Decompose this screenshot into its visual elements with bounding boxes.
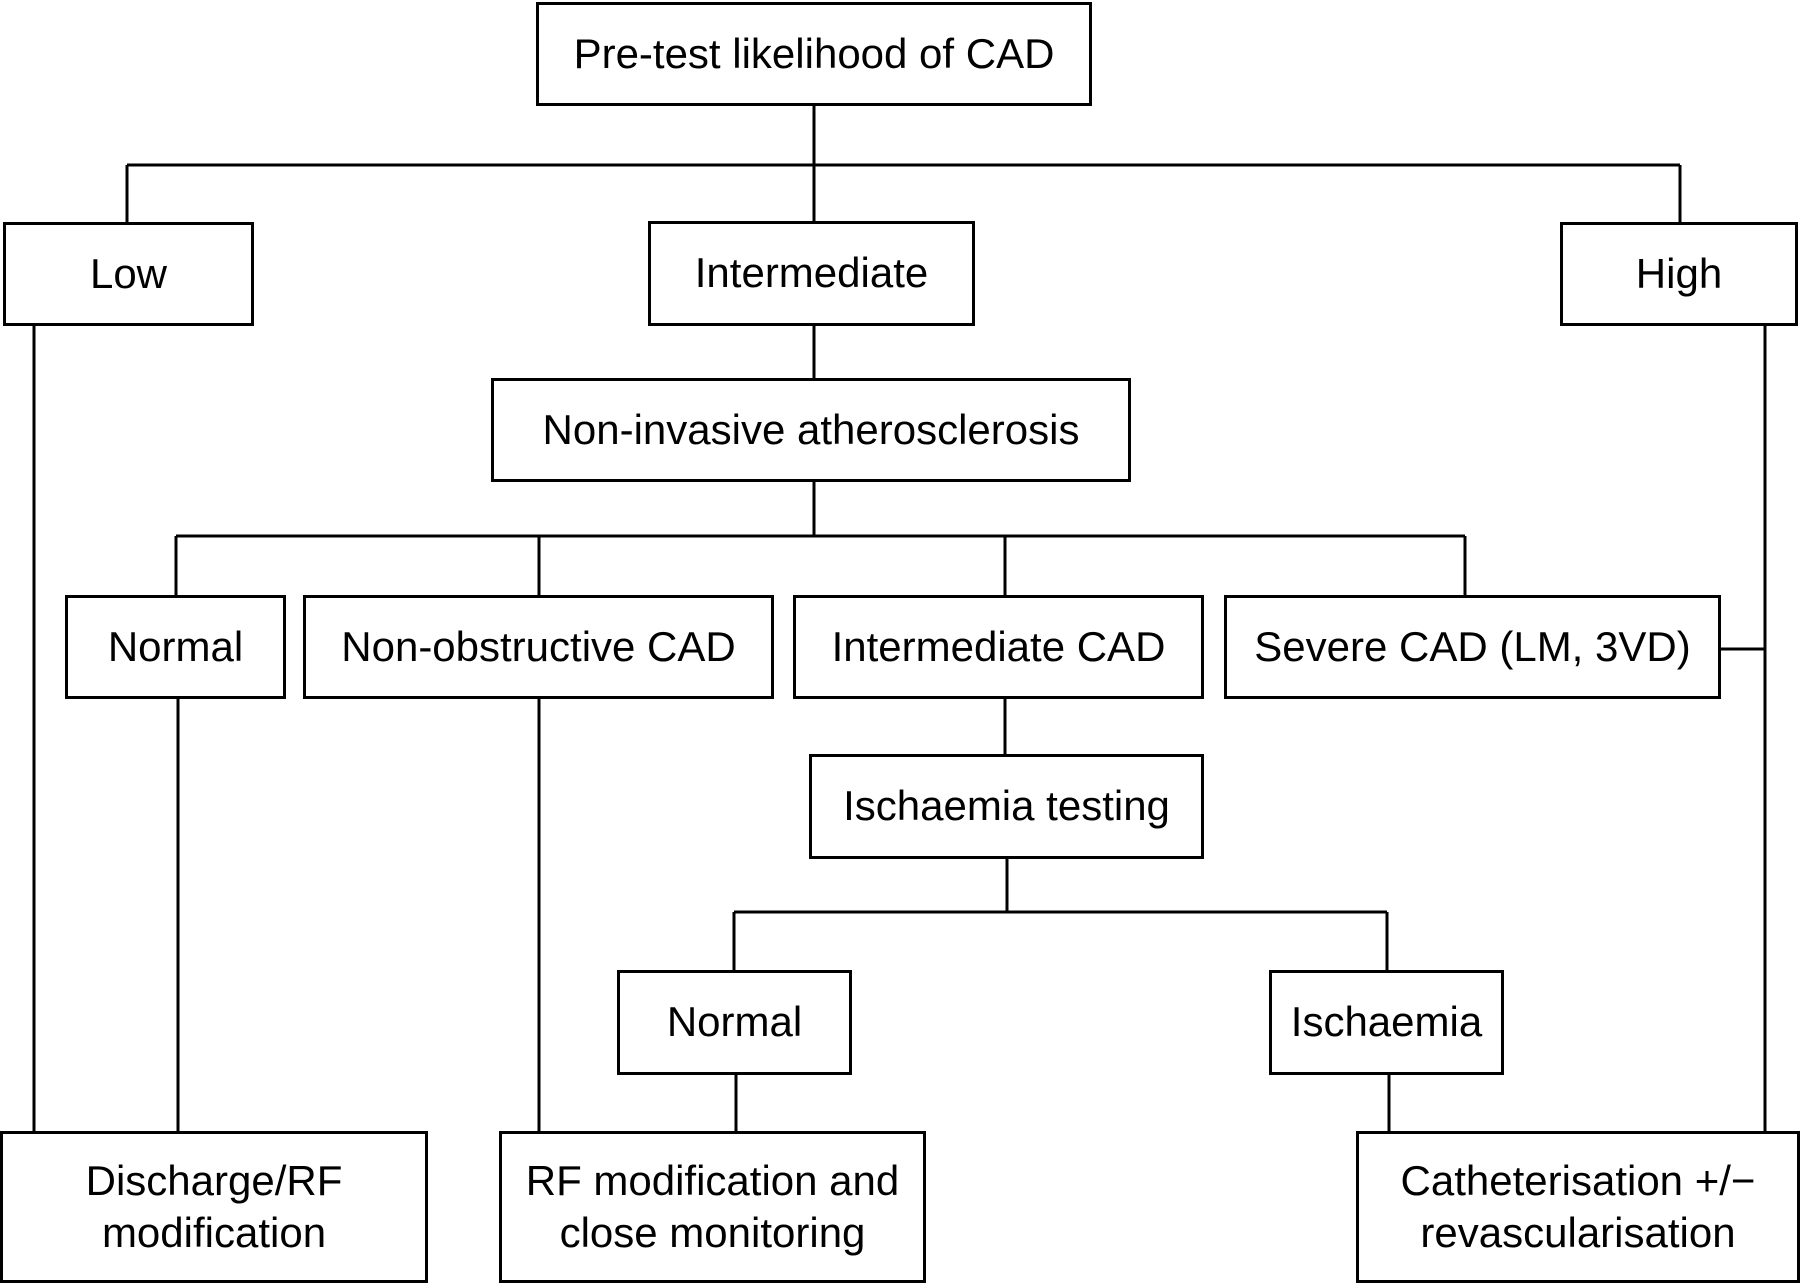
node-label: Ischaemia [1290, 998, 1483, 1046]
node-label: Intermediate [694, 249, 929, 297]
node-intermediate: Intermediate [648, 221, 975, 326]
node-normal-ct: Normal [65, 595, 286, 699]
node-catheterisation: Catheterisation +/− revascularisation [1356, 1131, 1800, 1283]
node-label: High [1635, 249, 1723, 297]
node-label: Low [89, 249, 168, 297]
node-ischaemia: Ischaemia [1269, 970, 1504, 1075]
node-intermediate-cad: Intermediate CAD [793, 595, 1204, 699]
node-label: Non-obstructive CAD [341, 622, 736, 670]
node-label: Pre-test likelihood of CAD [573, 29, 1055, 77]
node-pretest-likelihood: Pre-test likelihood of CAD [536, 2, 1092, 106]
node-label: Normal [107, 622, 244, 670]
node-severe-cad: Severe CAD (LM, 3VD) [1224, 595, 1721, 699]
node-normal-ischaemia-test: Normal [617, 970, 852, 1075]
node-non-invasive-atherosclerosis: Non-invasive atherosclerosis [491, 378, 1131, 482]
node-low: Low [3, 222, 254, 326]
node-discharge-rf-modification: Discharge/RF modification [0, 1131, 428, 1283]
node-ischaemia-testing: Ischaemia testing [809, 754, 1204, 859]
node-label: RF modification and close monitoring [525, 1156, 900, 1257]
node-label: Non-invasive atherosclerosis [542, 405, 1080, 453]
node-non-obstructive-cad: Non-obstructive CAD [303, 595, 774, 699]
node-label: Ischaemia testing [843, 782, 1170, 830]
node-label: Intermediate CAD [831, 622, 1166, 670]
node-label: Catheterisation +/− revascularisation [1400, 1156, 1756, 1257]
node-rf-modification-monitoring: RF modification and close monitoring [499, 1131, 926, 1283]
node-label: Severe CAD (LM, 3VD) [1254, 622, 1691, 670]
node-label: Discharge/RF modification [85, 1156, 343, 1257]
node-label: Normal [666, 998, 803, 1046]
node-high: High [1560, 222, 1798, 326]
